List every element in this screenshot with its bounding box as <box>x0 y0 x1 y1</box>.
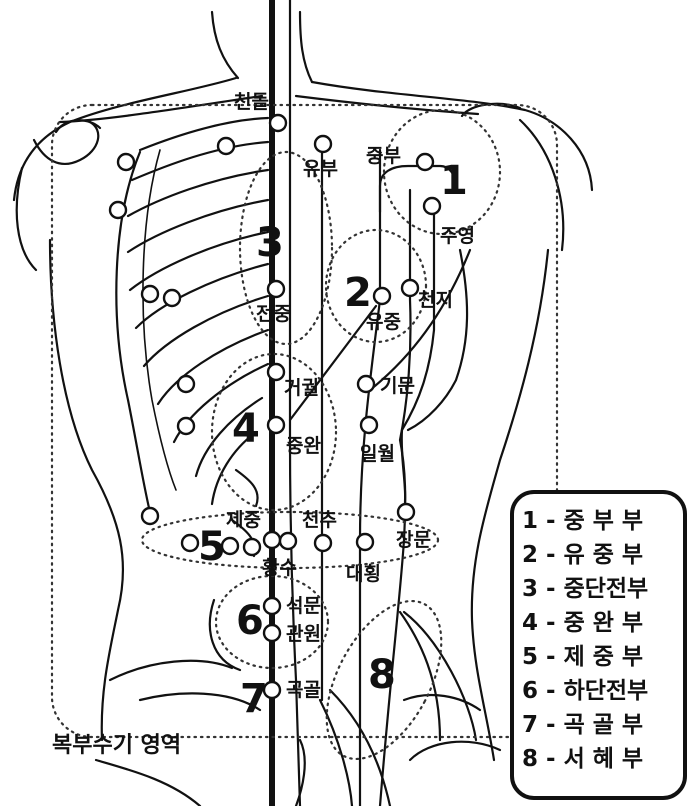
jooyoung-point <box>424 198 440 214</box>
point-label-gimun: 기문 <box>380 375 415 397</box>
zone-number-6: 6 <box>236 598 264 644</box>
point-geogwol <box>268 364 284 380</box>
zone-number-7: 7 <box>240 676 268 722</box>
point-jejung <box>264 532 280 548</box>
rib-point <box>218 138 234 154</box>
point-yujung <box>374 288 390 304</box>
zone-number-2: 2 <box>344 270 372 316</box>
point-label-ilwol: 일월 <box>360 443 395 465</box>
zone-legend: 1 - 중 부 부 2 - 유 중 부 3 - 중단전부 4 - 중 완 부 5… <box>512 492 685 798</box>
point-label-cheonji: 천지 <box>418 289 453 311</box>
legend-item-5: 5 - 제 중 부 <box>522 644 643 670</box>
rib-point <box>164 290 180 306</box>
rib-point <box>118 154 134 170</box>
legend-item-8: 8 - 서 혜 부 <box>522 746 643 772</box>
point-cheondol <box>270 115 286 131</box>
point-seokmun <box>264 598 280 614</box>
point-label-daehoeng: 대횡 <box>346 563 381 585</box>
point-jangmun <box>398 504 414 520</box>
point-label-hwangsu: 황수 <box>262 556 297 579</box>
point-label-cheondol: 천돌 <box>234 91 269 113</box>
point-daehoeng <box>357 534 373 550</box>
rib-point <box>142 508 158 524</box>
zone-number-1: 1 <box>440 158 468 204</box>
legend-item-3: 3 - 중단전부 <box>522 576 648 602</box>
legend-item-1: 1 - 중 부 부 <box>522 508 643 534</box>
point-label-jejung: 제중 <box>226 509 261 531</box>
zone-number-4: 4 <box>232 406 260 452</box>
legend-item-2: 2 - 유 중 부 <box>522 542 643 568</box>
point-label-geogwol: 거궐 <box>284 377 319 399</box>
zone-number-3: 3 <box>256 220 284 266</box>
rib-point <box>110 202 126 218</box>
point-cheonji <box>402 280 418 296</box>
rib-point <box>178 376 194 392</box>
region-caption: 복부수기 영역 <box>52 733 181 758</box>
point-label-yubu: 유부 <box>303 158 338 180</box>
point-jungbu <box>417 154 433 170</box>
point-gimun <box>358 376 374 392</box>
point-label-gokgol: 곡골 <box>286 679 321 701</box>
ribcage <box>116 118 268 556</box>
point-ilwol <box>361 417 377 433</box>
point-label-jangmun: 장문 <box>396 529 431 551</box>
point-cheonchu-inner <box>280 533 296 549</box>
zone-numbers: 1 2 3 4 5 6 7 8 <box>198 158 468 722</box>
point-jungwan <box>268 417 284 433</box>
legend-item-7: 7 - 곡 골 부 <box>522 712 643 738</box>
point-gwanwon <box>264 625 280 641</box>
point-label-gwanwon: 관원 <box>286 623 321 645</box>
legend-item-6: 6 - 하단전부 <box>522 678 648 704</box>
rib-point <box>178 418 194 434</box>
point-label-seokmun: 석문 <box>286 595 321 617</box>
rib-point <box>142 286 158 302</box>
umbilical-row-point <box>182 535 198 551</box>
point-yubu <box>315 136 331 152</box>
point-label-jeonjung: 전중 <box>256 303 291 325</box>
umbilical-row-point <box>244 539 260 555</box>
point-label-jooyoung: 주영 <box>440 225 475 247</box>
zone-number-5: 5 <box>198 524 226 570</box>
point-label-jungbu: 중부 <box>366 145 401 167</box>
point-cheonchu <box>315 535 331 551</box>
point-label-cheonchu: 천추 <box>302 509 337 531</box>
zone-number-8: 8 <box>368 652 396 698</box>
point-jeonjung <box>268 281 284 297</box>
legend-item-4: 4 - 중 완 부 <box>522 610 643 636</box>
point-label-jungwan: 중완 <box>286 435 321 457</box>
